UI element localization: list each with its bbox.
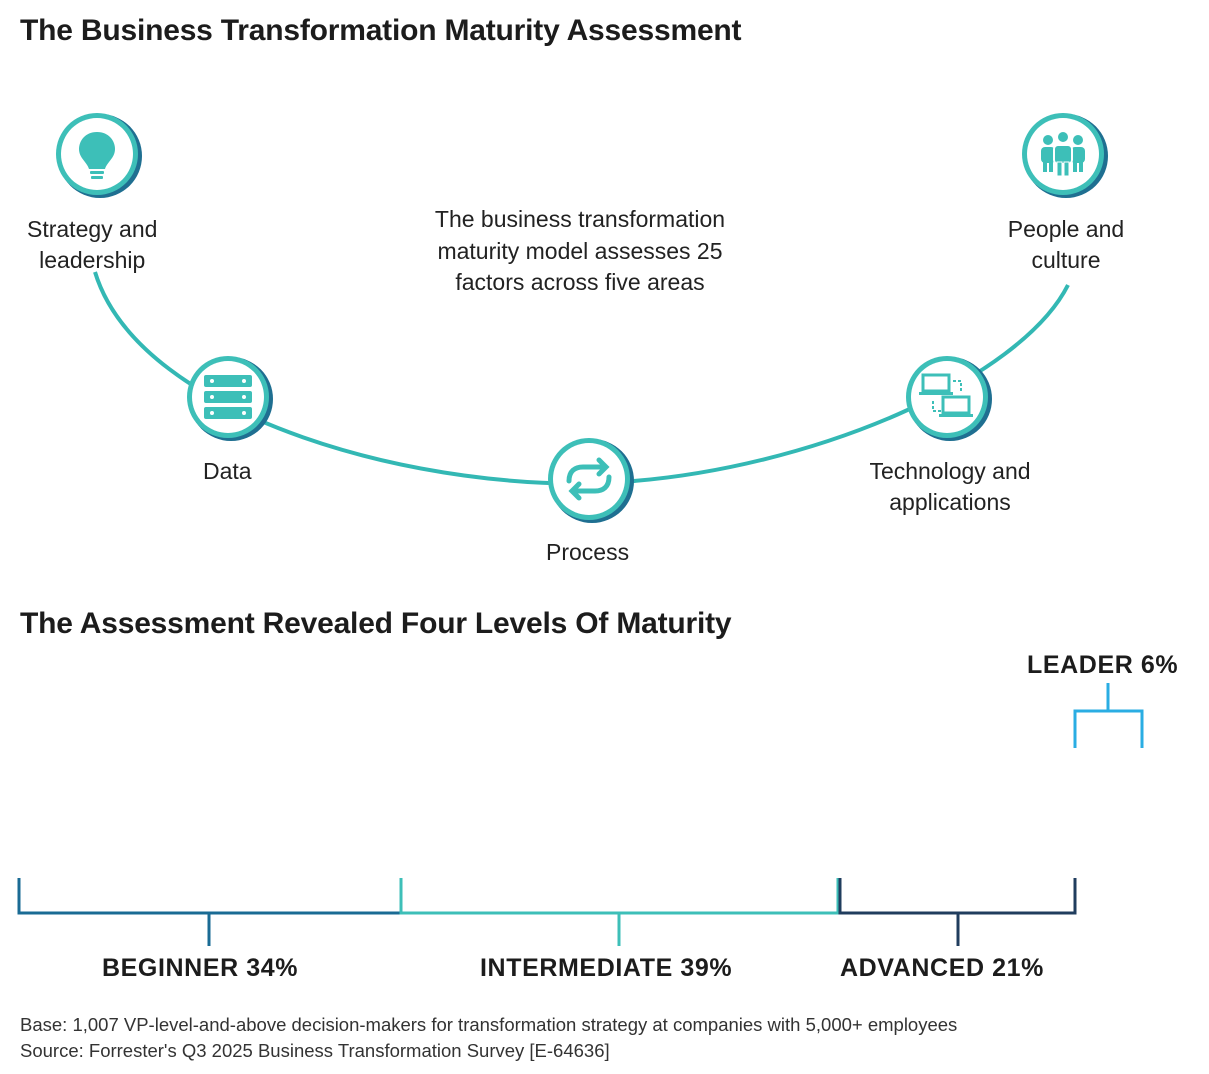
- label-strategy-line2: leadership: [39, 247, 146, 273]
- label-people-line1: People and: [1007, 216, 1125, 242]
- bracket-intermediate: [399, 878, 840, 946]
- person-male-icon: [248, 722, 348, 864]
- level-label-leader: LEADER 6%: [1027, 651, 1179, 679]
- person-female-icon: [831, 720, 931, 864]
- person-female-icon: [1042, 720, 1142, 864]
- people-group-icon: [1041, 130, 1085, 177]
- label-technology-line1: Technology and: [869, 458, 1031, 484]
- person-male-icon: [592, 722, 692, 864]
- label-strategy: Strategy and leadership: [27, 214, 157, 276]
- footnote-source: Source: Forrester's Q3 2025 Business Tra…: [20, 1040, 610, 1061]
- person-female-icon: [363, 720, 463, 864]
- label-process: Process: [546, 539, 630, 565]
- label-people: People and culture: [1000, 214, 1132, 276]
- people-row: [20, 720, 1142, 864]
- main-title: The Business Transformation Maturity Ass…: [20, 14, 742, 47]
- level-label-intermediate: INTERMEDIATE 39%: [480, 954, 733, 982]
- node-technology: [906, 356, 992, 441]
- person-female-icon: [478, 720, 578, 864]
- label-people-line2: culture: [1031, 247, 1101, 273]
- bracket-leader: [1073, 683, 1144, 748]
- refresh-icon: [566, 457, 612, 501]
- footnote-base: Base: 1,007 VP-level-and-above decision-…: [20, 1014, 958, 1035]
- subtitle: The Assessment Revealed Four Levels Of M…: [20, 607, 732, 640]
- label-technology-line2: applications: [889, 489, 1011, 515]
- label-strategy-line1: Strategy and: [27, 216, 158, 242]
- level-label-advanced: ADVANCED 21%: [840, 954, 1045, 982]
- bracket-advanced: [838, 878, 1077, 946]
- node-data: [187, 356, 273, 441]
- bracket-beginner: [17, 878, 403, 946]
- node-people: [1022, 113, 1108, 198]
- node-process: [548, 438, 634, 523]
- person-male-icon: [706, 722, 806, 864]
- label-technology: Technology and applications: [858, 456, 1042, 518]
- laptops-icon: [919, 373, 973, 417]
- person-male-icon: [20, 722, 120, 864]
- center-description: The business transformation maturity mod…: [434, 206, 726, 295]
- person-male-icon: [944, 722, 1044, 864]
- node-strategy: [56, 113, 142, 198]
- server-icon: [204, 375, 252, 419]
- person-female-icon: [134, 720, 234, 864]
- level-label-beginner: BEGINNER 34%: [102, 954, 299, 982]
- label-data: Data: [203, 458, 252, 484]
- lightbulb-icon: [79, 132, 115, 179]
